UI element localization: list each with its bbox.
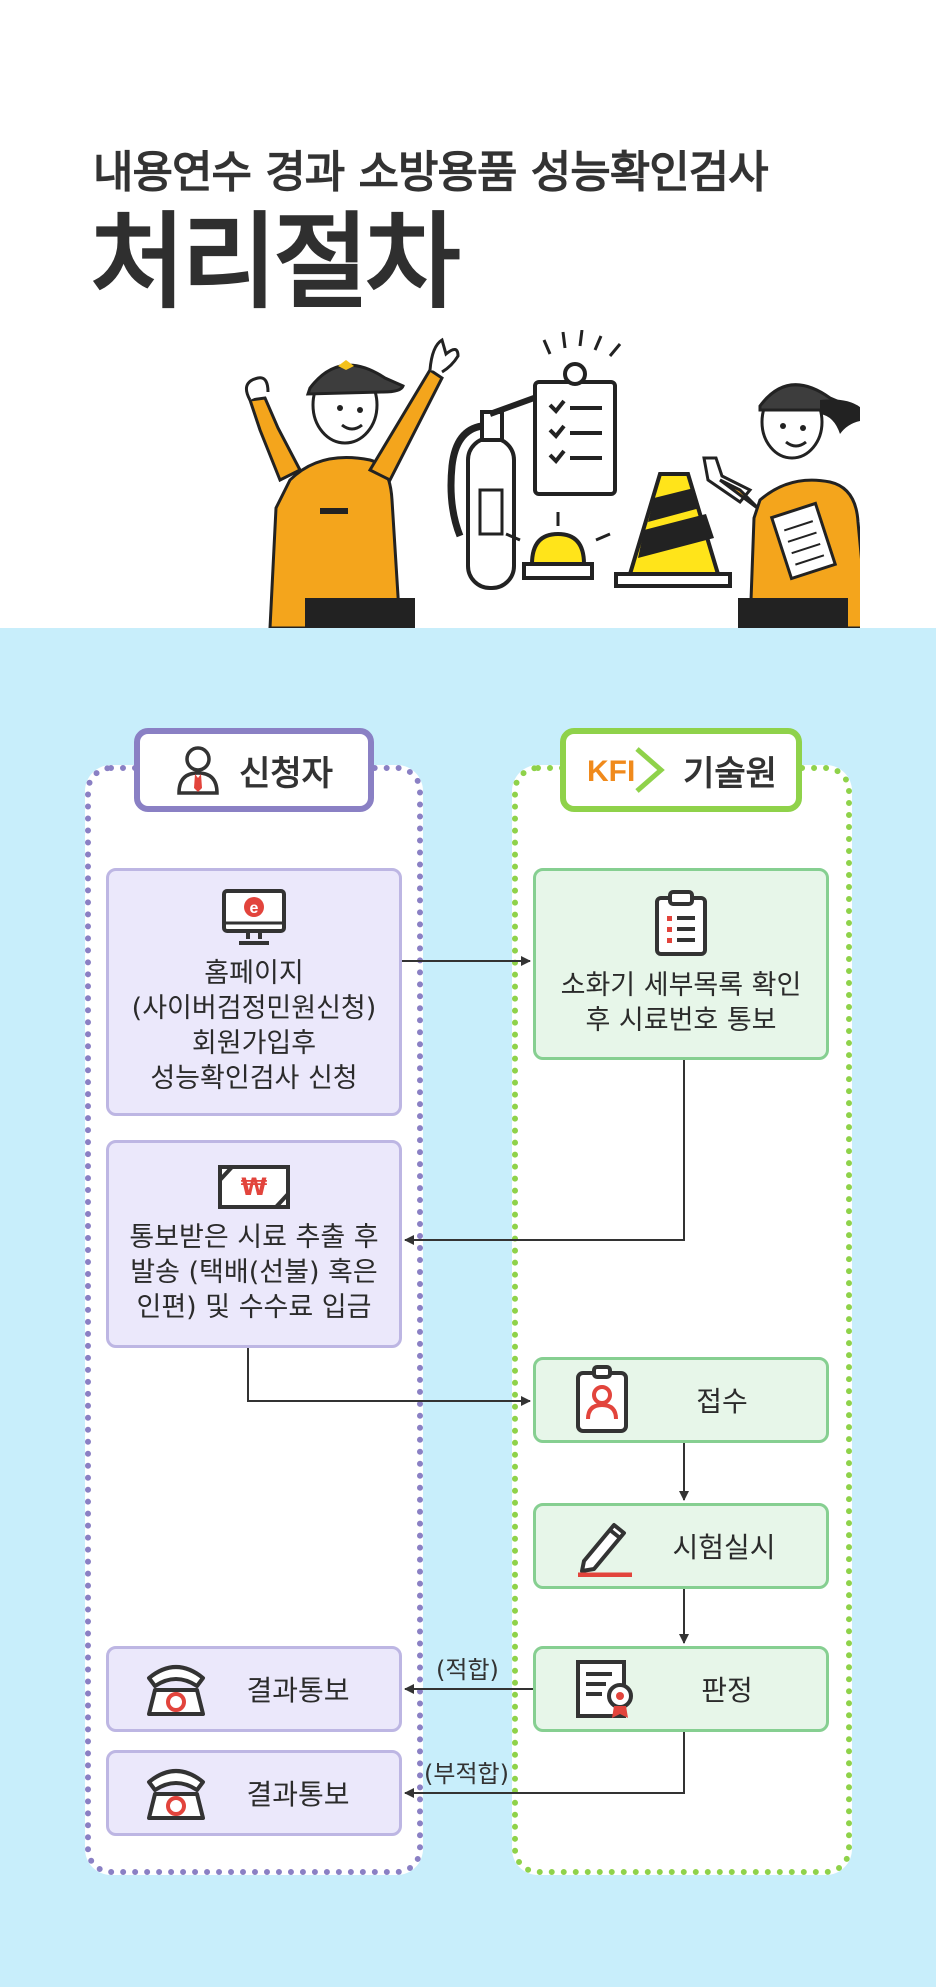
step-check-list-line-1: 소화기 세부목록 확인 [560, 970, 802, 1001]
step-check-list-box: 소화기 세부목록 확인 후 시료번호 통보 [533, 868, 829, 1060]
step-receive-box: 접수 [533, 1357, 829, 1443]
applicant-lane-header: 신청자 [134, 728, 374, 812]
page-title: 처리절차 [90, 201, 461, 323]
step-check-list-text: 소화기 세부목록 확인 후 시료번호 통보 [561, 968, 802, 1038]
step-ship-pay-line-2: 발송 (택배(선불) 혹은 [130, 1256, 378, 1288]
step-apply-line-4: 성능확인검사 신청 [150, 1063, 358, 1094]
step-apply-text: 홈페이지 (사이버검정민원신청) 회원가입후 성능확인검사 신청 [132, 956, 377, 1096]
id-badge-icon [574, 1365, 630, 1435]
step-test-label: 시험실시 [672, 1531, 776, 1564]
firefighter-right [702, 383, 860, 628]
clipboard-list-icon [653, 890, 709, 958]
checklist-clipboard [533, 330, 622, 496]
header-section: 내용연수 경과 소방용품 성능확인검사 처리절차 [0, 0, 936, 628]
page-subtitle: 내용연수 경과 소방용품 성능확인검사 [93, 147, 769, 198]
step-apply-line-2: (사이버검정민원신청) [131, 993, 377, 1024]
edge-label-pass: (적합) [436, 1656, 499, 1684]
step-check-list-line-2: 후 시료번호 통보 [585, 1005, 777, 1036]
firefighter-illustration [244, 330, 860, 628]
step-result-fail-label: 결과통보 [246, 1778, 350, 1811]
telephone-icon [143, 1660, 209, 1718]
kfi-logo-text: KFI [587, 755, 635, 788]
traffic-cone [614, 472, 732, 588]
step-apply-box: e 홈페이지 (사이버검정민원신청) 회원가입후 성능확인검사 신청 [106, 868, 402, 1116]
step-judge-label: 판정 [701, 1674, 753, 1707]
step-ship-pay-line-1: 통보받은 시료 추출 후 [129, 1221, 379, 1253]
step-result-pass-box: 결과통보 [106, 1646, 402, 1732]
step-result-pass-label: 결과통보 [246, 1674, 350, 1707]
step-result-fail-box: 결과통보 [106, 1750, 402, 1836]
step-ship-pay-box: ₩ 통보받은 시료 추출 후 발송 (택배(선불) 혹은 인편) 및 수수료 입… [106, 1140, 402, 1348]
kfi-lane-title: 기술원 [683, 753, 777, 794]
svg-text:e: e [250, 900, 259, 917]
step-ship-pay-line-3: 인편) 및 수수료 입금 [136, 1291, 372, 1323]
firefighter-left [244, 337, 460, 628]
step-receive-label: 접수 [696, 1385, 748, 1418]
edge-label-fail: (부적합) [424, 1760, 509, 1788]
monitor-icon: e [221, 888, 287, 948]
step-test-box: 시험실시 [533, 1503, 829, 1589]
step-apply-line-1: 홈페이지 [204, 958, 304, 989]
step-judge-box: 판정 [533, 1646, 829, 1732]
step-apply-line-3: 회원가입후 [191, 1028, 317, 1059]
svg-text:₩: ₩ [241, 1173, 268, 1201]
applicant-lane-title: 신청자 [239, 753, 333, 794]
step-ship-pay-text: 통보받은 시료 추출 후 발송 (택배(선불) 혹은 인편) 및 수수료 입금 [129, 1220, 378, 1325]
pen-icon [574, 1515, 634, 1577]
certificate-icon [574, 1658, 640, 1720]
telephone-icon [143, 1764, 209, 1822]
won-bill-icon: ₩ [217, 1164, 291, 1210]
person-tie-icon [175, 745, 221, 795]
siren-light [505, 512, 611, 580]
kfi-logo: KFI [585, 745, 665, 795]
kfi-lane-header: KFI 기술원 [560, 728, 802, 812]
fire-extinguisher [447, 395, 536, 590]
